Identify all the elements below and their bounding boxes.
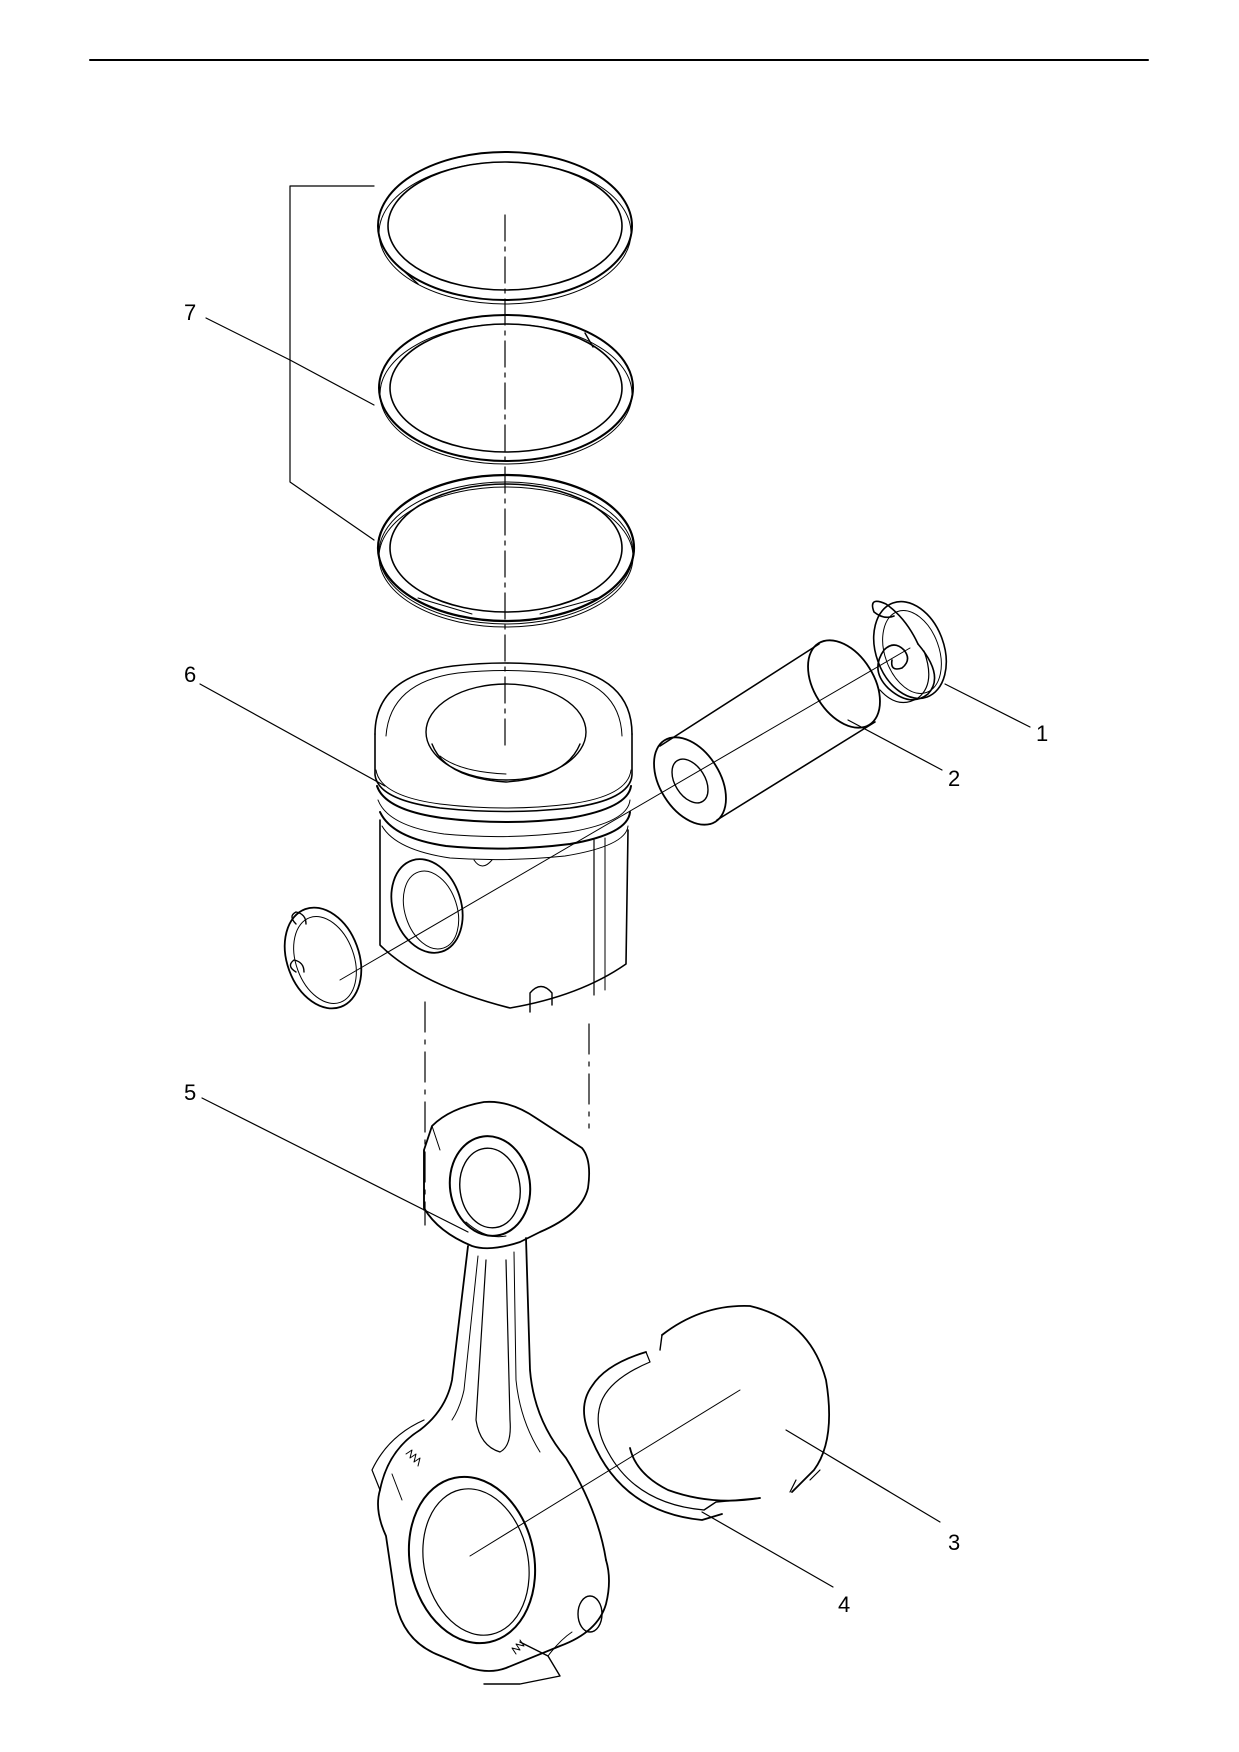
piston-pin [653, 639, 881, 826]
piston-pin-axis [339, 647, 911, 981]
callout-4: 4 [838, 1592, 850, 1617]
callout-1: 1 [1036, 721, 1048, 746]
callout-6: 6 [184, 662, 196, 687]
bearing-shell-lower [583, 1351, 761, 1521]
second-compression-ring [378, 314, 634, 465]
retaining-ring-left [283, 906, 363, 1010]
piston-ring-set [376, 151, 636, 628]
callout-5: 5 [184, 1080, 196, 1105]
callout-7: 7 [184, 300, 196, 325]
callout-3: 3 [948, 1530, 960, 1555]
piston [374, 662, 633, 1013]
oil-control-ring [376, 473, 636, 628]
bearing-shell-upper [629, 1305, 831, 1502]
top-compression-ring [377, 151, 633, 305]
callout-2: 2 [948, 766, 960, 791]
retaining-ring-right [871, 600, 948, 704]
leader-lines [199, 185, 1031, 1588]
connecting-rod [371, 1100, 741, 1685]
